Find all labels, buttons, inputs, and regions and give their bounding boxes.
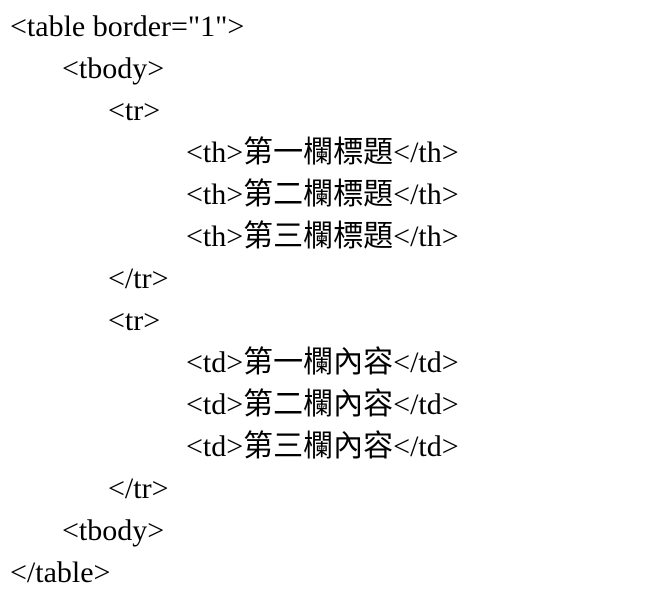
code-line-tbody-open: <tbody> [62, 52, 165, 85]
code-line-td-1: <td>第一欄內容</td> [186, 346, 459, 379]
code-line-tbody-close: <tbody> [62, 514, 165, 547]
code-line-table-close: </table> [10, 556, 111, 589]
code-line-tr-close-2: </tr> [108, 472, 169, 505]
code-line-tr-open-2: <tr> [108, 304, 161, 337]
code-line-td-2: <td>第二欄內容</td> [186, 388, 459, 421]
code-line-tr-close-1: </tr> [108, 262, 169, 295]
code-line-th-2: <th>第二欄標題</th> [186, 178, 459, 211]
code-line-th-1: <th>第一欄標題</th> [186, 136, 459, 169]
code-line-table-open: <table border="1"> [10, 10, 245, 43]
code-line-tr-open-1: <tr> [108, 94, 161, 127]
code-line-th-3: <th>第三欄標題</th> [186, 220, 459, 253]
code-line-td-3: <td>第三欄內容</td> [186, 430, 459, 463]
